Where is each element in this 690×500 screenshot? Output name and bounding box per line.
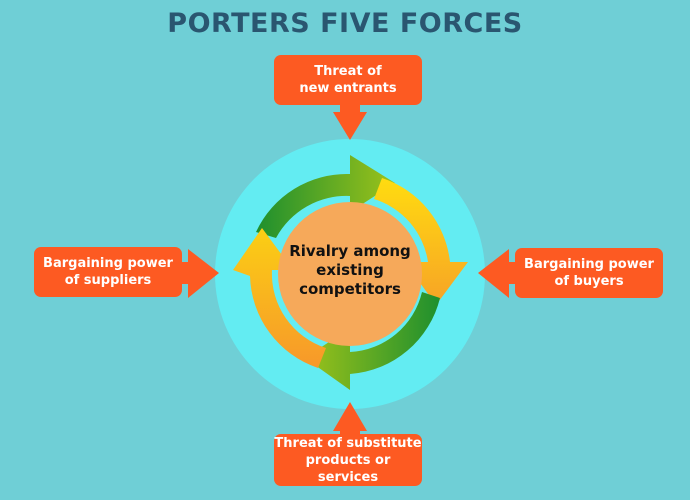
cycle-arrow-right: [374, 178, 468, 305]
center-circle: [278, 202, 422, 346]
cycle-arrow-top: [256, 155, 395, 238]
arrow-down-icon: [333, 112, 367, 140]
center-label: Rivalry among existing competitors: [289, 242, 411, 298]
page-title: PORTERS FIVE FORCES: [167, 8, 523, 39]
arrow-up-icon: [333, 402, 367, 431]
arrow-left-icon: [478, 249, 509, 298]
arrow-right-icon: [188, 249, 219, 298]
cycle-arrow-bottom: [305, 292, 440, 390]
cycle-arrow-left: [233, 228, 326, 368]
cycle-arrows: [233, 155, 468, 390]
